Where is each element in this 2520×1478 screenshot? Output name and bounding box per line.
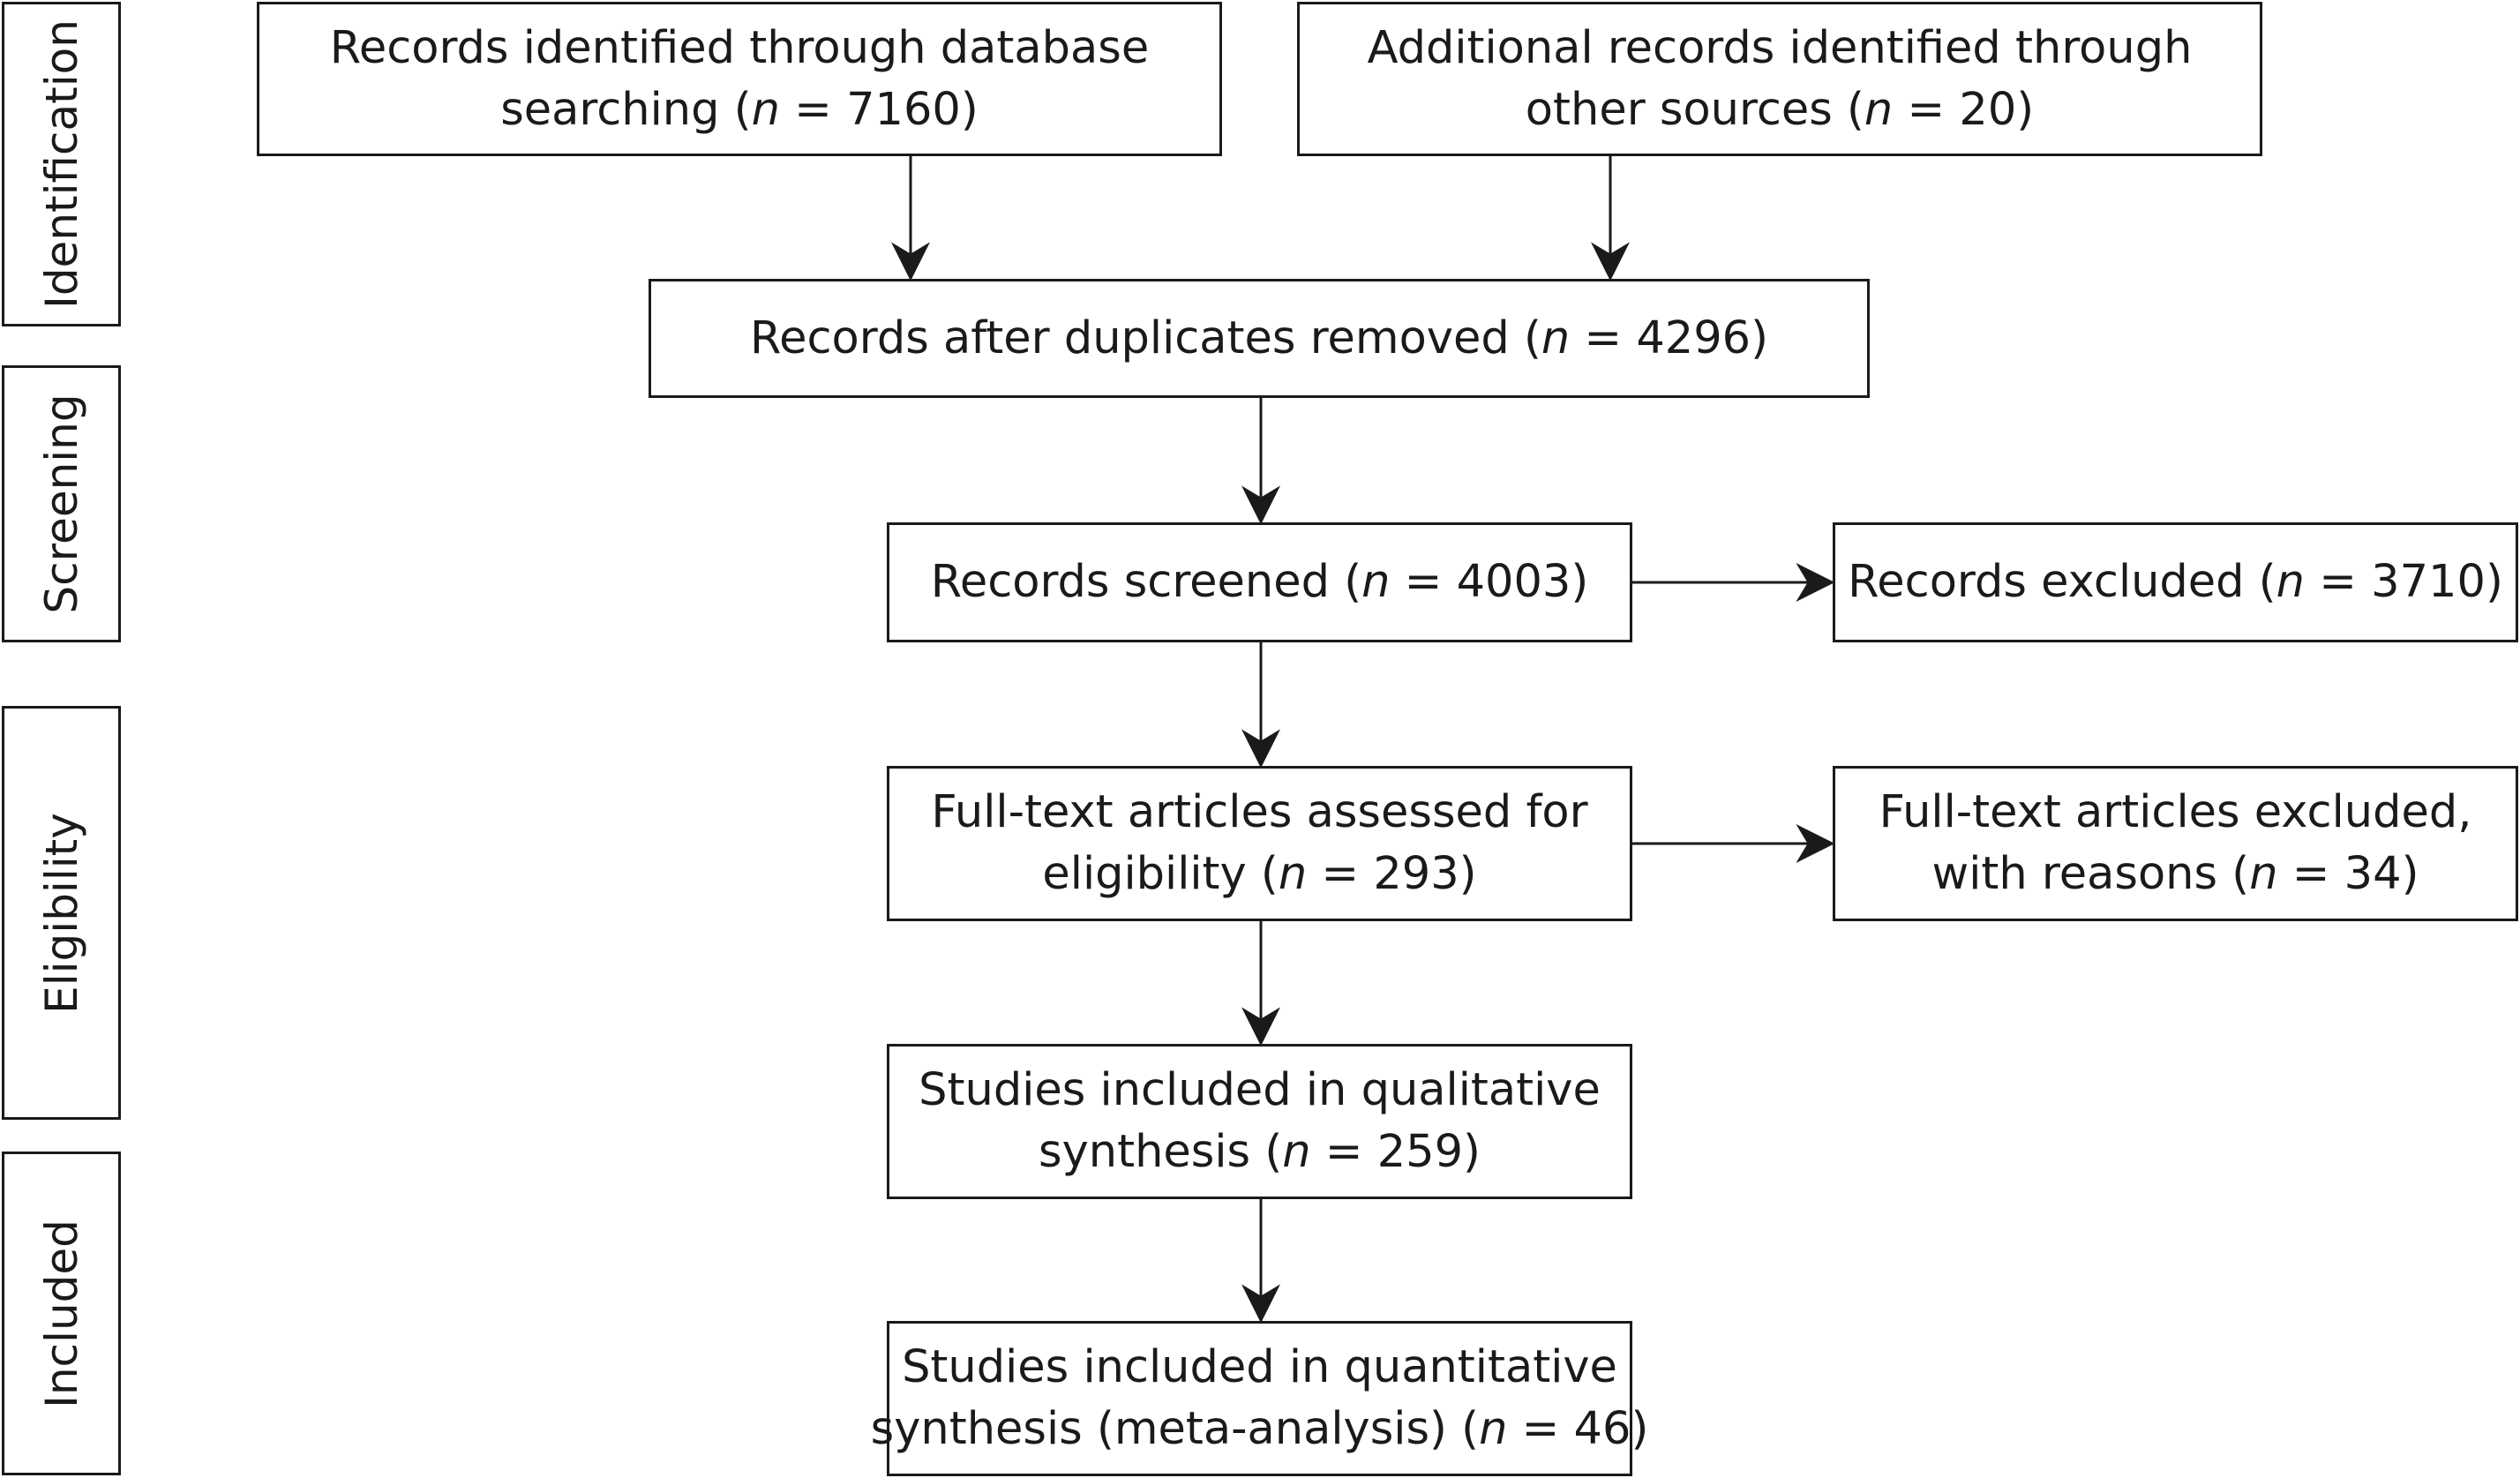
box-other-sources-line2: other sources (n = 20) xyxy=(1525,83,2035,136)
box-database-line2: searching (n = 7160) xyxy=(500,83,979,136)
box-quantitative-line2: synthesis (meta-analysis) (n = 46) xyxy=(870,1403,1649,1455)
stage-screening: Screening xyxy=(2,365,121,642)
box-full-text-assessed-line1: Full-text articles assessed for xyxy=(931,786,1588,838)
box-records-excluded: Records excluded (n = 3710) xyxy=(1833,522,2518,642)
box-duplicates-removed-line1: Records after duplicates removed (n = 42… xyxy=(749,311,1769,364)
box-full-text-excluded-line1: Full-text articles excluded, xyxy=(1879,786,2472,838)
box-other-sources: Additional records identified through ot… xyxy=(1297,2,2262,156)
box-qualitative-synthesis: Studies included in qualitative synthesi… xyxy=(887,1044,1632,1199)
box-records-excluded-line1: Records excluded (n = 3710) xyxy=(1848,556,2503,608)
box-duplicates-removed: Records after duplicates removed (n = 42… xyxy=(649,279,1870,398)
box-full-text-excluded-line2: with reasons (n = 34) xyxy=(1931,848,2419,900)
box-records-screened: Records screened (n = 4003) xyxy=(887,522,1632,642)
box-full-text-assessed: Full-text articles assessed for eligibil… xyxy=(887,766,1632,921)
box-full-text-assessed-line2: eligibility (n = 293) xyxy=(1042,848,1477,900)
stage-eligibility: Eligibility xyxy=(2,706,121,1120)
box-qualitative-line1: Studies included in qualitative xyxy=(919,1064,1601,1116)
stage-included: Included xyxy=(2,1152,121,1475)
box-records-screened-line1: Records screened (n = 4003) xyxy=(930,556,1589,608)
box-full-text-excluded: Full-text articles excluded, with reason… xyxy=(1833,766,2518,921)
stage-identification: Identification xyxy=(2,2,121,326)
box-database-records: Records identified through database sear… xyxy=(257,2,1222,156)
box-other-sources-line1: Additional records identified through xyxy=(1367,21,2193,74)
box-database-line1: Records identified through database xyxy=(329,21,1150,74)
box-quantitative-line1: Studies included in quantitative xyxy=(902,1341,1617,1393)
box-qualitative-line2: synthesis (n = 259) xyxy=(1039,1126,1481,1178)
